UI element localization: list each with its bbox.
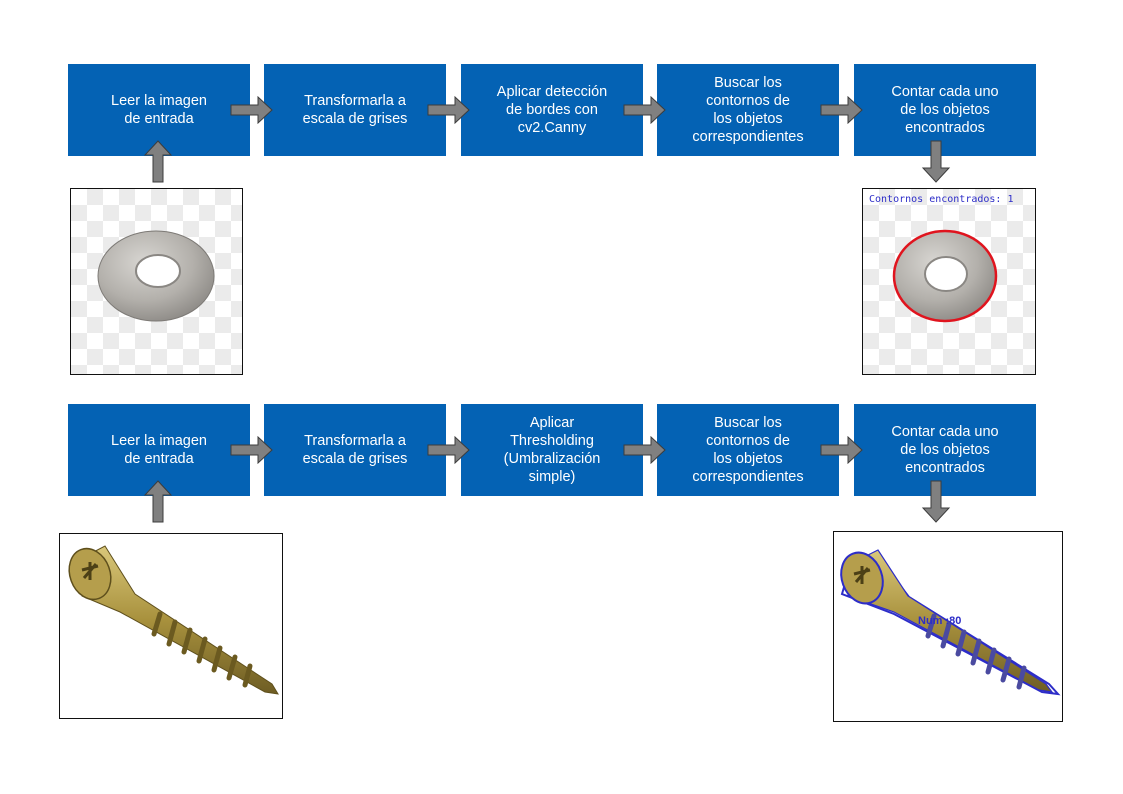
right-arrow-icon bbox=[820, 96, 863, 124]
right-arrow-icon bbox=[820, 436, 863, 464]
right-arrow-icon bbox=[427, 436, 470, 464]
right-arrow-icon bbox=[230, 436, 273, 464]
up-arrow-icon bbox=[143, 480, 173, 523]
screw-graphic bbox=[68, 545, 279, 695]
down-arrow-icon bbox=[921, 480, 951, 523]
right-arrow-icon bbox=[623, 436, 666, 464]
contours-found-caption: Contornos encontrados: 1 bbox=[869, 194, 1014, 205]
input-screw-image bbox=[59, 533, 283, 719]
canny-step-find-contours: Buscar los contornos de los objetos corr… bbox=[657, 64, 839, 156]
input-washer-image bbox=[70, 188, 243, 375]
right-arrow-icon bbox=[623, 96, 666, 124]
screw-contour-graphic bbox=[840, 549, 1061, 696]
threshold-step-thresholding: Aplicar Thresholding (Umbralización simp… bbox=[461, 404, 643, 496]
right-arrow-icon bbox=[427, 96, 470, 124]
output-screw-image: Num :80 bbox=[833, 531, 1063, 722]
canny-step-grayscale: Transformarla a escala de grises bbox=[264, 64, 446, 156]
washer-graphic bbox=[97, 230, 215, 322]
canny-step-edge-detection: Aplicar detección de bordes con cv2.Cann… bbox=[461, 64, 643, 156]
right-arrow-icon bbox=[230, 96, 273, 124]
canny-step-count-objects: Contar cada uno de los objetos encontrad… bbox=[854, 64, 1036, 156]
threshold-step-grayscale: Transformarla a escala de grises bbox=[264, 404, 446, 496]
up-arrow-icon bbox=[143, 140, 173, 183]
threshold-step-read-input: Leer la imagen de entrada bbox=[68, 404, 250, 496]
down-arrow-icon bbox=[921, 140, 951, 183]
object-count-caption: Num :80 bbox=[918, 615, 962, 627]
threshold-step-find-contours: Buscar los contornos de los objetos corr… bbox=[657, 404, 839, 496]
washer-contour-graphic bbox=[892, 229, 998, 323]
output-washer-image: Contornos encontrados: 1 bbox=[862, 188, 1036, 375]
canny-step-read-input: Leer la imagen de entrada bbox=[68, 64, 250, 156]
threshold-step-count-objects: Contar cada uno de los objetos encontrad… bbox=[854, 404, 1036, 496]
